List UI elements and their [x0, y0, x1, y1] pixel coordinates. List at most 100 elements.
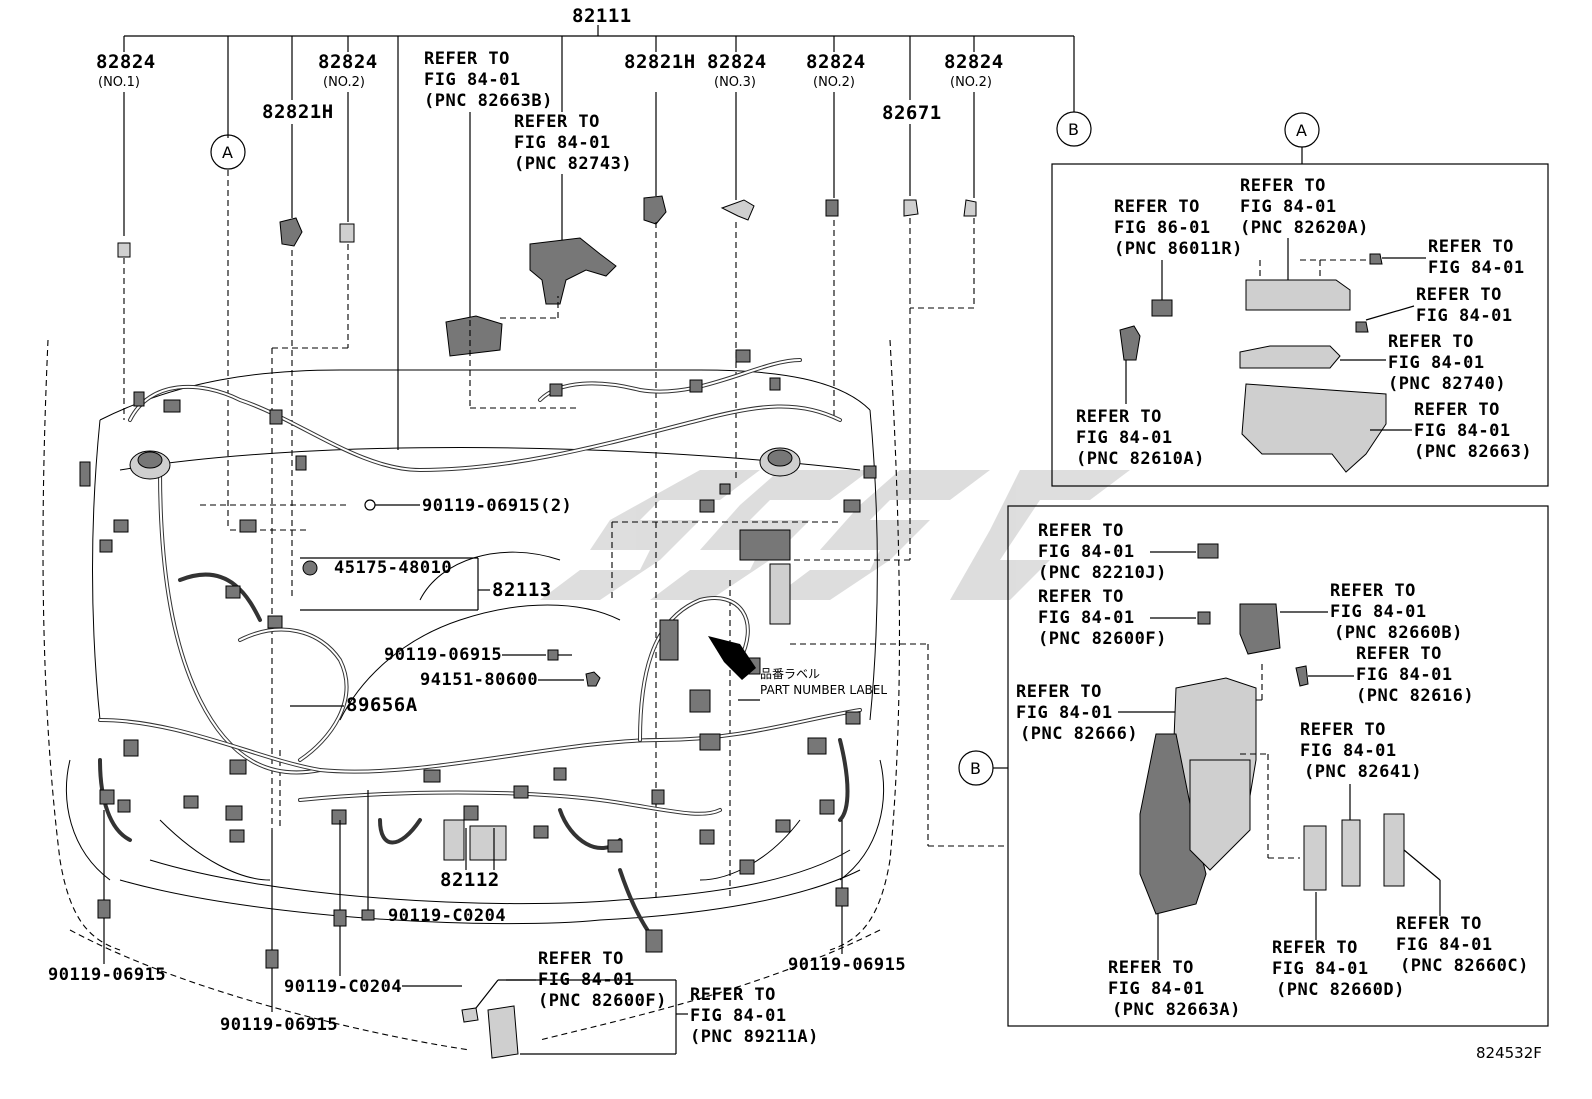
- part-82824-no2b-label: 82824: [806, 51, 866, 73]
- refer-82600f-bottom-line3: (PNC 82600F): [538, 991, 667, 1011]
- refer-fig1-line1: REFER TO: [1428, 237, 1514, 257]
- refer-82641-line2: FIG 84-01: [1300, 741, 1397, 761]
- refer-82210j-line1: REFER TO: [1038, 521, 1124, 541]
- top-part-labels: 82824 (NO.1) 82824 (NO.2) 82821H 82821H …: [96, 49, 1003, 174]
- refer-82663a-line1: REFER TO: [1108, 958, 1194, 978]
- refer-86011r-line2: FIG 86-01: [1114, 218, 1211, 238]
- refer-82660b-line1: REFER TO: [1330, 581, 1416, 601]
- refer-82616-line3: (PNC 82616): [1356, 686, 1474, 706]
- top-connectors: [117, 195, 977, 357]
- part-90119-06915-r-label: 90119-06915: [788, 955, 906, 975]
- part-90119-06915-l-label: 90119-06915: [48, 965, 166, 985]
- refer-82660c-line1: REFER TO: [1396, 914, 1482, 934]
- part-82824-no1-label: 82824: [96, 51, 156, 73]
- callout-b: B: [1056, 111, 1092, 147]
- part-82824-no2a-label: 82824: [318, 51, 378, 73]
- refer-86011r-line3: (PNC 86011R): [1114, 239, 1243, 259]
- refer-82641-line1: REFER TO: [1300, 720, 1386, 740]
- detail-box-a: A REFER TO FIG 86-01 (PNC 86011R) REFER …: [1051, 112, 1549, 487]
- part-82112-label: 82112: [440, 869, 500, 891]
- refer-82600f-line1: REFER TO: [1038, 587, 1124, 607]
- part-82824-no2a-sub: (NO.2): [323, 75, 365, 90]
- refer-82666-line1: REFER TO: [1016, 682, 1102, 702]
- part-82824-no3-sub: (NO.3): [714, 75, 756, 90]
- refer-82663-line1: REFER TO: [1414, 400, 1500, 420]
- refer-82666-line3: (PNC 82666): [1020, 724, 1138, 744]
- wire-harness: [98, 358, 862, 942]
- refer-82610a-line2: FIG 84-01: [1076, 428, 1173, 448]
- refer-82610a-line1: REFER TO: [1076, 407, 1162, 427]
- refer-82660b-line3: (PNC 82660B): [1334, 623, 1463, 643]
- refer-82663b-line3: (PNC 82663B): [424, 91, 553, 111]
- refer-82666-line2: FIG 84-01: [1016, 703, 1113, 723]
- main-dashes: [123, 218, 1006, 900]
- refer-82663-line2: FIG 84-01: [1414, 421, 1511, 441]
- refer-82616-line2: FIG 84-01: [1356, 665, 1453, 685]
- refer-82663-line3: (PNC 82663): [1414, 442, 1532, 462]
- refer-82600f-line3: (PNC 82600F): [1038, 629, 1167, 649]
- refer-89211a-line1: REFER TO: [690, 985, 776, 1005]
- refer-82641-line3: (PNC 82641): [1304, 762, 1422, 782]
- part-82113-label: 82113: [492, 579, 552, 601]
- part-90119-c0204-b-label: 90119-C0204: [284, 977, 402, 997]
- svg-text:A: A: [1296, 121, 1307, 140]
- refer-82740-line2: FIG 84-01: [1388, 353, 1485, 373]
- refer-82210j-line3: (PNC 82210J): [1038, 563, 1167, 583]
- svg-text:A: A: [222, 143, 233, 162]
- part-82824-no1-sub: (NO.1): [98, 75, 140, 90]
- refer-82743-line2: FIG 84-01: [514, 133, 611, 153]
- part-number-label-en: PART NUMBER LABEL: [760, 683, 887, 697]
- refer-82663b-line1: REFER TO: [424, 49, 510, 69]
- main-part-labels: 90119-06915(2) 45175-48010 82113 90119-0…: [48, 496, 906, 1059]
- part-90119-c0204-a-label: 90119-C0204: [388, 906, 506, 926]
- part-94151-80600-label: 94151-80600: [420, 670, 538, 690]
- refer-82740-line3: (PNC 82740): [1388, 374, 1506, 394]
- part-82111-label: 82111: [572, 5, 632, 27]
- harness-components: [79, 349, 877, 953]
- refer-82620a-line3: (PNC 82620A): [1240, 218, 1369, 238]
- part-90119-06915-mid-label: 90119-06915: [384, 645, 502, 665]
- part-82824-no3-label: 82824: [707, 51, 767, 73]
- refer-82743-line1: REFER TO: [514, 112, 600, 132]
- refer-fig1-line2: FIG 84-01: [1428, 258, 1525, 278]
- refer-82663b-line2: FIG 84-01: [424, 70, 521, 90]
- top-bracket: 82111: [123, 5, 1075, 450]
- refer-82660d-line1: REFER TO: [1272, 938, 1358, 958]
- part-82821h-a-label: 82821H: [262, 101, 334, 123]
- svg-text:B: B: [970, 759, 981, 778]
- refer-82660b-line2: FIG 84-01: [1330, 602, 1427, 622]
- refer-82740-line1: REFER TO: [1388, 332, 1474, 352]
- refer-82210j-line2: FIG 84-01: [1038, 542, 1135, 562]
- part-number-label-jp: 品番ラベル: [760, 667, 820, 681]
- top-leaders: [123, 92, 975, 320]
- part-82821h-b-label: 82821H: [624, 51, 696, 73]
- refer-82620a-line2: FIG 84-01: [1240, 197, 1337, 217]
- part-82824-no2c-sub: (NO.2): [950, 75, 992, 90]
- refer-82663a-line3: (PNC 82663A): [1112, 1000, 1241, 1020]
- refer-82620a-line1: REFER TO: [1240, 176, 1326, 196]
- refer-82600f-line2: FIG 84-01: [1038, 608, 1135, 628]
- refer-82610a-line3: (PNC 82610A): [1076, 449, 1205, 469]
- refer-82660c-line3: (PNC 82660C): [1400, 956, 1529, 976]
- callout-a: A: [210, 134, 246, 530]
- refer-fig2-line2: FIG 84-01: [1416, 306, 1513, 326]
- car-body-outline: [42, 339, 901, 1051]
- refer-fig2-line1: REFER TO: [1416, 285, 1502, 305]
- part-89656a-label: 89656A: [346, 694, 418, 716]
- refer-82660d-line3: (PNC 82660D): [1276, 980, 1405, 1000]
- refer-86011r-line1: REFER TO: [1114, 197, 1200, 217]
- part-90119-06915-2-label: 90119-06915(2): [422, 496, 572, 516]
- part-number-label-arrow: [708, 636, 756, 680]
- refer-82663a-line2: FIG 84-01: [1108, 979, 1205, 999]
- refer-82743-line3: (PNC 82743): [514, 154, 632, 174]
- refer-89211a-line3: (PNC 89211A): [690, 1027, 819, 1047]
- diagram-number: 824532F: [1476, 1044, 1542, 1062]
- part-90119-06915-bl-label: 90119-06915: [220, 1015, 338, 1035]
- refer-82600f-bottom-line1: REFER TO: [538, 949, 624, 969]
- refer-89211a-line2: FIG 84-01: [690, 1006, 787, 1026]
- part-82824-no2b-sub: (NO.2): [813, 75, 855, 90]
- part-82671-label: 82671: [882, 102, 942, 124]
- svg-text:B: B: [1068, 120, 1079, 139]
- refer-82616-line1: REFER TO: [1356, 644, 1442, 664]
